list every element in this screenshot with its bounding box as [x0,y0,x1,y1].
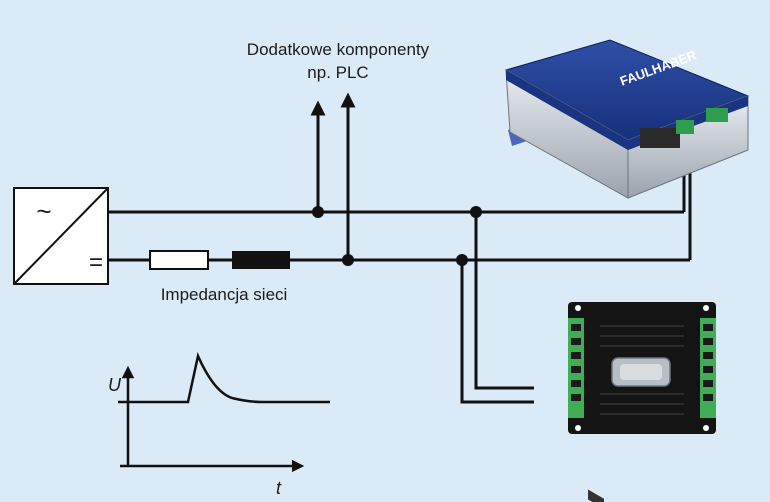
branch-arrows [310,92,356,260]
resistor-symbol [149,250,209,270]
faulhaber-controller-device: FAULHABER [504,39,750,502]
green-connector [676,120,694,134]
junction-dot [312,206,324,218]
branch-to-controller [460,212,534,404]
ac-symbol: ~ [36,196,51,226]
axis-t-label: t [276,478,282,498]
inductor-symbol [232,251,290,269]
voltage-spike-graph [118,352,330,473]
green-connector [706,108,728,122]
dc-symbol: = [89,249,103,276]
connector-block [640,128,680,148]
extra-components-label: Dodatkowe komponenty [247,40,430,59]
axis-u-label: U [108,375,122,395]
ac-dc-converter: ~ = [13,187,109,285]
junction-dot [342,254,354,266]
junction-dots [312,206,482,266]
motion-controller-board [568,302,716,434]
usb-port-icon [588,489,604,502]
grid-impedance-label: Impedancja sieci [161,285,288,304]
plc-label: np. PLC [307,63,368,82]
